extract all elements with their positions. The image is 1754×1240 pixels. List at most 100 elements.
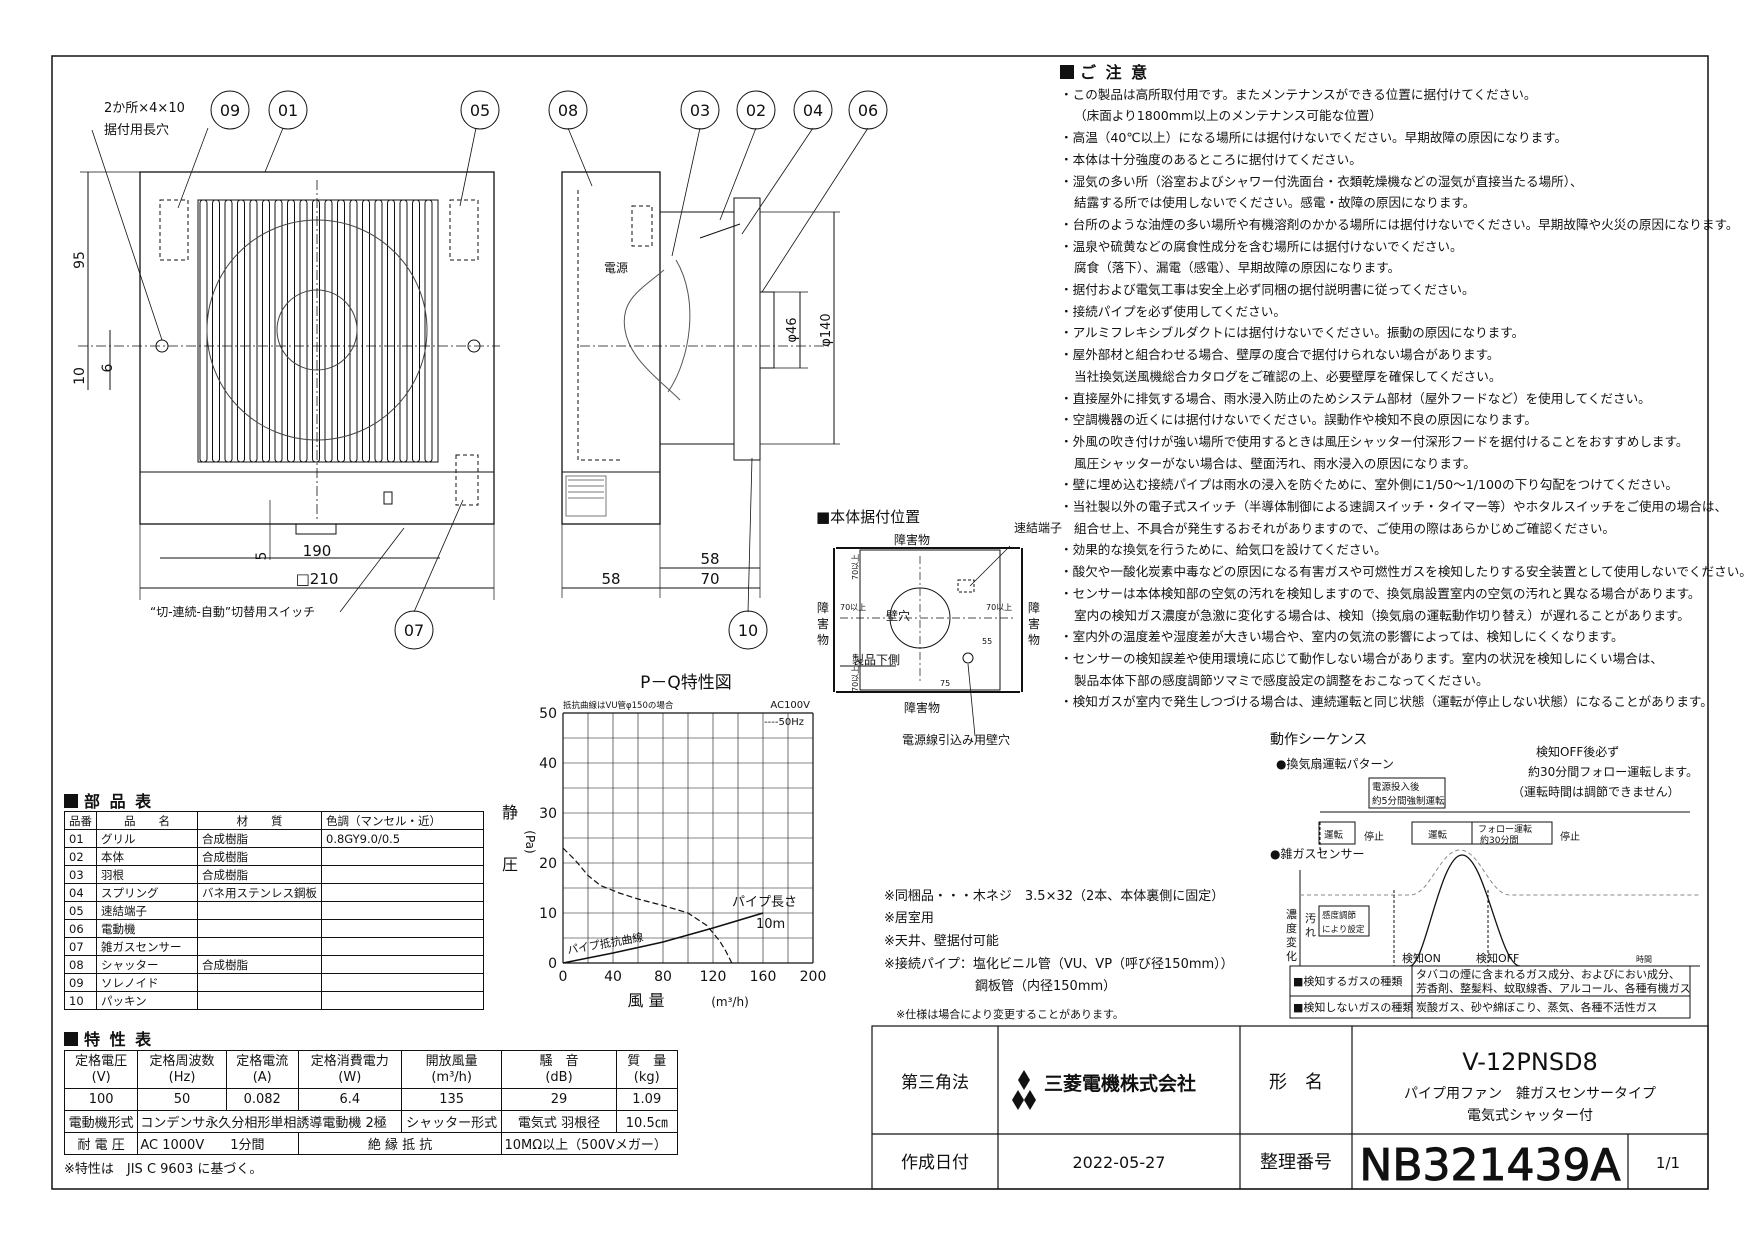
- grill-bar: [199, 199, 208, 463]
- pq-ytick: 10: [539, 906, 557, 922]
- parts-cell: バネ用ステンレス鋼板: [197, 883, 322, 902]
- follow-1: フォロー運転: [1478, 824, 1532, 835]
- caution-line: 組合せ上、不具合が発生するおそれがありますので、ご使用の際はあらかじめご確認くだ…: [1074, 520, 1616, 536]
- dim-5: 5: [254, 552, 270, 561]
- time-label: 時間: [1636, 955, 1652, 964]
- pq-xtick: 80: [654, 969, 672, 985]
- spec-header-cell: 質 量 (kg): [615, 1050, 679, 1089]
- caution-line: ・アルミフレキシブルダクトには据付けないでください。振動の原因になります。: [1060, 325, 1525, 341]
- caution-line: ・酸欠や一酸化炭素中毒などの原因になる有害ガスや可燃性ガスを検知したりする安全装…: [1060, 564, 1752, 580]
- grill-bar: [287, 199, 295, 463]
- caution-line: ・直接屋外に排気する場合、雨水浸入防止のためシステム部材（屋外フードなど）を使用…: [1060, 390, 1651, 406]
- pq-xtick: 160: [750, 969, 777, 985]
- dim-6: 6: [100, 363, 116, 372]
- grill-bar: [337, 199, 345, 463]
- spec-value-cell: 6.4: [297, 1088, 402, 1111]
- pq-pipe-label: パイプ長さ: [732, 895, 797, 910]
- detect-gas-value-1: タバコの煙に含まれるガス成分、およびにおい成分、: [1416, 967, 1680, 981]
- accessory-1: ※同梱品・・・木ネジ 3.5×32（2本、本体裏側に固定）: [884, 889, 1224, 904]
- page-number: 1/1: [1656, 1154, 1680, 1172]
- callout-02: 02: [746, 101, 766, 120]
- detect-gas-label: ■検知するガスの種類: [1293, 974, 1402, 988]
- callout-09: 09: [220, 101, 240, 120]
- parts-header: 品番 品 名 材 質 色調（マンセル・近）: [64, 811, 484, 830]
- accessory-2: ※居室用: [884, 910, 934, 926]
- nodetect-gas-value: 炭酸ガス、砂や綿ぼこり、蒸気、各種不活性ガス: [1416, 1000, 1658, 1014]
- caution-line: ・この製品は高所取付用です。またメンテナンスができる位置に据付けてください。: [1060, 86, 1537, 102]
- caution-line: ・高温（40℃以上）になる場所には据付けないでください。早期故障の原因になります…: [1060, 130, 1568, 146]
- pq-legend: ----50Hz: [764, 717, 804, 728]
- callout-10: 10: [738, 621, 758, 640]
- mitsubishi-logo-icon: [1012, 1070, 1036, 1110]
- off-note-3: （運転時間は調節できません）: [1512, 784, 1680, 799]
- accessory-3: ※天井、壁据付可能: [884, 934, 999, 949]
- grill-bar: [374, 199, 383, 463]
- obstacle-left-3: 物: [817, 633, 829, 647]
- dim-58-bottom: 58: [601, 570, 620, 588]
- parts-cell: 01: [64, 829, 97, 848]
- caution-line: ・外風の吹き付けが強い場所で使用するときは風圧シャッター付深形フードを据付けるこ…: [1060, 433, 1689, 449]
- sens-adj-1: 感度調節: [1322, 910, 1357, 921]
- caution-line: ・当社製以外の電子式スイッチ（半導体制御による速調スイッチ・タイマー等）やホタル…: [1060, 499, 1728, 515]
- pq-xlabel: 風 量: [627, 991, 664, 1010]
- nodetect-gas-label: ■検知しないガスの種類: [1293, 1000, 1413, 1014]
- pq-series: [562, 847, 764, 964]
- spec-value-cell: 50: [137, 1088, 227, 1111]
- detect-gas-value-2: 芳香剤、整髪料、蚊取線香、アルコール、各種有機ガス: [1416, 981, 1691, 995]
- dim-210: □210: [296, 570, 339, 588]
- detect-off: 検知OFF: [1476, 951, 1519, 965]
- parts-cell: ソレノイド: [96, 973, 198, 992]
- parts-cell: 10: [64, 991, 97, 1010]
- conc-4: 化: [1286, 949, 1297, 963]
- dim-70: 70: [700, 570, 719, 588]
- caution-line: ・台所のような油煙の多い場所や有機溶剤のかかる場所には据付けないでください。早期…: [1060, 216, 1739, 232]
- quick-terminal-label: 速結端子: [1014, 521, 1062, 535]
- pq-curve-50hz: [562, 847, 733, 964]
- spec-title: 特 性 表: [64, 1026, 153, 1050]
- spec-value-cell: 0.082: [225, 1088, 299, 1111]
- spec-header-row: 定格電圧 (V)定格周波数 (Hz)定格電流 (A)定格消費電力 (W)開放風量…: [63, 1050, 679, 1089]
- spec-motor-row: 電動機形式 コンデンサ永久分相形単相誘導電動機 2極 シャッター形式 電気式 羽…: [63, 1110, 679, 1133]
- parts-cell: [321, 883, 484, 902]
- parts-cell: グリル: [96, 829, 198, 848]
- dim-95: 95: [72, 251, 88, 269]
- wall-hole-label: 壁穴: [886, 608, 910, 623]
- blade-label: 羽根径: [561, 1116, 601, 1131]
- pq-note: 抵抗曲線はVU管φ150の場合: [563, 700, 674, 711]
- parts-cell: 06: [64, 919, 97, 938]
- grill-bar: [399, 199, 408, 463]
- pq-ytick: 30: [539, 806, 557, 822]
- switch-label: “切-連続-自動”切替用スイッチ: [150, 605, 315, 619]
- conc-2: 度: [1286, 921, 1297, 935]
- front-view: [78, 90, 500, 650]
- sequence-title: 動作シーケンス: [1270, 732, 1367, 748]
- shutter-cell: 電気式 羽根径: [501, 1110, 617, 1133]
- spec-value-cell: 29: [501, 1088, 617, 1111]
- mount-diagram: [833, 545, 1023, 737]
- obstacle-right-3: 物: [1028, 633, 1040, 647]
- parts-cell: [321, 991, 484, 1010]
- side-view: [548, 90, 888, 650]
- sequence-diagram: [1299, 777, 1700, 967]
- caution-line: ・センサーの検知誤差や使用環境に応じて動作しない場合があります。室内の状況を検知…: [1060, 650, 1663, 666]
- power-label: 電源: [604, 261, 628, 275]
- grill-bar: [387, 199, 395, 463]
- parts-cell: 本体: [96, 847, 198, 866]
- spec-value-cell: 135: [400, 1088, 503, 1111]
- pq-xunit: (m³/h): [711, 995, 749, 1009]
- off-note-1: 検知OFF後必ず: [1536, 745, 1619, 759]
- grill-bar: [324, 199, 333, 463]
- caution-line: ・検知ガスが室内で発生しつづける場合は、連続運転と同じ状態（運転が停止しない状態…: [1060, 694, 1713, 710]
- spec-table: 定格電圧 (V)定格周波数 (Hz)定格電流 (A)定格消費電力 (W)開放風量…: [63, 1050, 679, 1155]
- accessory-5: 鋼板管（内径150mm）: [884, 978, 1116, 994]
- detect-on: 検知ON: [1402, 951, 1441, 965]
- callout-01: 01: [278, 101, 298, 120]
- pq-xtick: 120: [700, 969, 727, 985]
- caution-notes: ご 注 意 ・この製品は高所取付用です。またメンテナンスができる位置に据付けてく…: [1060, 62, 1752, 713]
- parts-header-name: 品 名: [96, 811, 198, 830]
- pq-title: P－Q特性図: [640, 673, 732, 693]
- grill-bar: [262, 199, 270, 463]
- parts-cell: [197, 973, 322, 992]
